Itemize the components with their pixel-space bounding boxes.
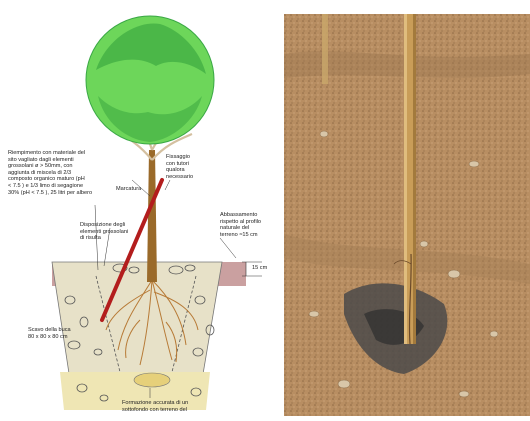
diagram-illustration: [0, 0, 280, 416]
planting-photo: [284, 14, 530, 416]
photo-illustration: [284, 14, 530, 416]
label-base-formation: Formazione accurata di un sottofondo con…: [122, 400, 222, 413]
label-excavation: Scavo della buca 80 x 80 x 80 cm: [28, 327, 94, 340]
tree-crown: [86, 16, 214, 144]
label-marking: Marcatura: [116, 186, 141, 193]
planting-diagram: Riempimento con materiale del sito vagli…: [0, 0, 280, 416]
planting-pit: [52, 262, 222, 380]
label-stone-placement: Disposizione degli elementi grossolani d…: [80, 222, 150, 242]
label-depth: 15 cm: [252, 265, 267, 272]
label-lowering: Abbassamento rispetto al profilo natural…: [220, 212, 280, 238]
label-staking: Fissaggio con tutori qualora necessario: [166, 154, 214, 180]
label-fill-material: Riempimento con materiale del sito vagli…: [8, 150, 116, 196]
